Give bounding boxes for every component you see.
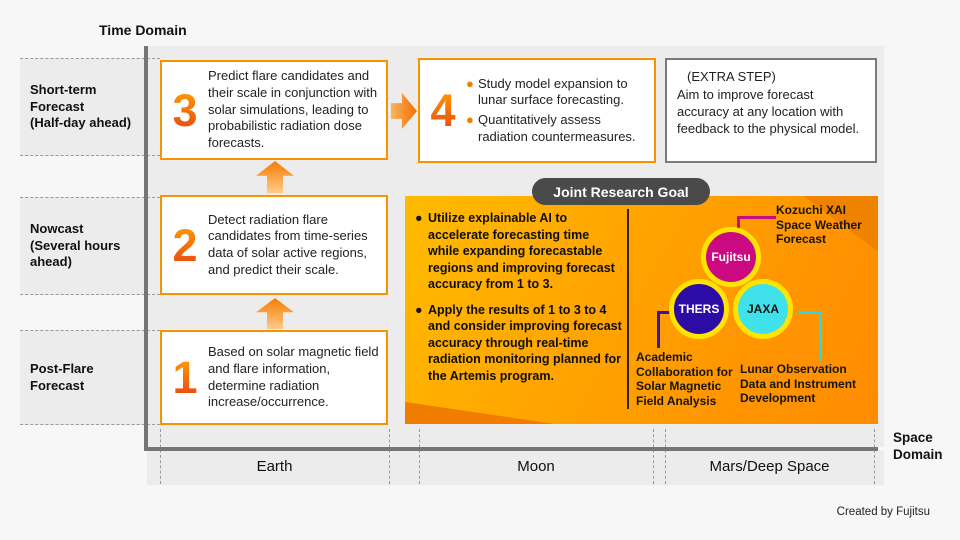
column-divider	[389, 429, 390, 484]
bullet-dot-icon: ●	[415, 211, 423, 225]
space-domain-band	[147, 451, 884, 485]
step-2-number: 2	[162, 223, 208, 268]
row-label: Short-term Forecast (Half-day ahead)	[30, 81, 132, 131]
column-label-moon: Moon	[517, 458, 555, 475]
extra-step-text: Aim to improve forecast accuracy at any …	[677, 86, 860, 136]
column-label-mars-deep-space: Mars/Deep Space	[709, 458, 830, 475]
fujitsu-connector-line	[737, 216, 776, 219]
step-2-text: Detect radiation flare candidates from t…	[208, 211, 368, 277]
bullet-dot-icon: ●	[466, 112, 474, 127]
venn-circle-fujitsu: Fujitsu	[701, 227, 761, 287]
row-post-flare-forecast: Post-Flare Forecast	[20, 330, 160, 425]
extra-step-box: (EXTRA STEP) Aim to improve forecast acc…	[665, 58, 877, 163]
step-4-box: 4 ● Study model expansion to lunar surfa…	[418, 58, 656, 163]
step-1-number: 1	[162, 355, 208, 400]
joint-research-goal-panel: ● Utilize explainable AI to accelerate f…	[405, 196, 878, 424]
venn-circle-jaxa: JAXA	[733, 279, 793, 339]
jaxa-connector-line	[819, 311, 822, 361]
bullet-dot-icon: ●	[466, 75, 474, 91]
fujitsu-caption: Kozuchi XAI Space Weather Forecast	[776, 203, 862, 247]
column-divider	[419, 429, 420, 484]
step-4-bullets: ● Study model expansion to lunar surface…	[466, 71, 654, 151]
column-divider	[653, 429, 654, 484]
step-4-number: 4	[420, 88, 466, 133]
jaxa-caption: Lunar Observation Data and Instrument De…	[740, 362, 857, 406]
step-3-text: Predict flare candidates and their scale…	[208, 68, 378, 150]
fujitsu-connector-line	[737, 216, 740, 233]
step-4-bullet-text: Quantitatively assess radiation counterm…	[478, 112, 636, 144]
jaxa-connector-line	[798, 311, 822, 314]
space-domain-axis-title: Space Domain	[893, 430, 943, 462]
step-3-number: 3	[162, 88, 208, 133]
time-axis-line	[144, 46, 148, 451]
column-label-earth: Earth	[256, 458, 293, 475]
goal-bullet-text: Apply the results of 1 to 3 to 4 and con…	[428, 302, 622, 383]
step-1-box: 1 Based on solar magnetic field and flar…	[160, 330, 388, 425]
step-4-bullet: ● Quantitatively assess radiation counte…	[466, 112, 650, 145]
venn-circle-thers: THERS	[669, 279, 729, 339]
joint-research-goal-badge: Joint Research Goal	[532, 178, 710, 205]
bullet-dot-icon: ●	[415, 302, 423, 317]
step-4-bullet: ● Study model expansion to lunar surface…	[466, 76, 650, 109]
row-label: Nowcast (Several hours ahead)	[30, 220, 121, 270]
space-axis-line	[144, 447, 878, 451]
thers-connector-line	[657, 311, 678, 314]
panel-corner-accent	[405, 402, 555, 424]
row-nowcast: Nowcast (Several hours ahead)	[20, 197, 160, 295]
row-short-term-forecast: Short-term Forecast (Half-day ahead)	[20, 58, 160, 156]
goal-bullet: ● Utilize explainable AI to accelerate f…	[415, 210, 623, 293]
step-2-box: 2 Detect radiation flare candidates from…	[160, 195, 388, 295]
goal-bullet: ● Apply the results of 1 to 3 to 4 and c…	[415, 302, 623, 385]
row-label: Post-Flare Forecast	[30, 360, 94, 393]
goal-bullet-text: Utilize explainable AI to accelerate for…	[428, 211, 615, 291]
column-divider	[160, 429, 161, 484]
step-3-box: 3 Predict flare candidates and their sca…	[160, 60, 388, 160]
goal-bullet-list: ● Utilize explainable AI to accelerate f…	[415, 210, 623, 393]
time-domain-axis-title: Time Domain	[99, 22, 187, 38]
thers-connector-line	[657, 311, 660, 348]
thers-caption: Academic Collaboration for Solar Magneti…	[636, 350, 733, 408]
column-divider	[874, 429, 875, 484]
step-4-bullet-text: Study model expansion to lunar surface f…	[478, 75, 628, 108]
column-divider	[665, 429, 666, 484]
step-1-text: Based on solar magnetic field and flare …	[208, 344, 379, 410]
panel-divider	[627, 209, 629, 409]
credit-text: Created by Fujitsu	[836, 506, 930, 518]
extra-step-heading: (EXTRA STEP)	[687, 69, 776, 84]
